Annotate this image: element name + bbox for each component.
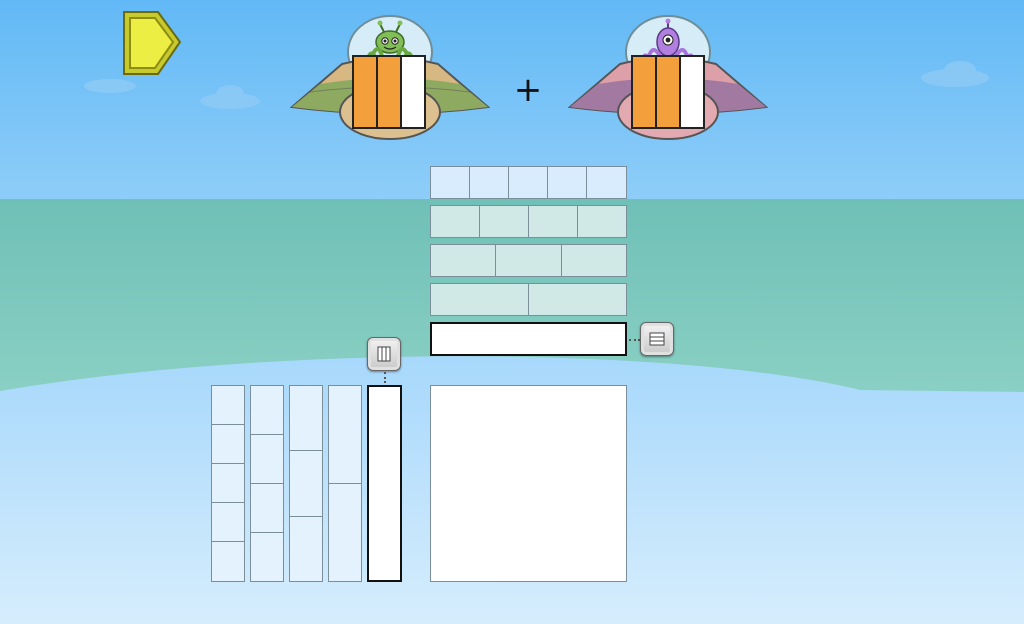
- strip-cell[interactable]: [211, 385, 245, 425]
- vstrip-halves[interactable]: [328, 385, 362, 582]
- right-ufo-fraction: [631, 55, 705, 129]
- strip-cell[interactable]: [586, 166, 627, 199]
- strip-thirds[interactable]: [430, 244, 627, 277]
- strip-cell[interactable]: [289, 516, 323, 582]
- vertical-strip-tool-button[interactable]: [367, 337, 401, 371]
- strip-cell[interactable]: [289, 385, 323, 452]
- strip-cell[interactable]: [328, 385, 362, 484]
- left-ufo-fraction: [352, 55, 426, 129]
- strip-cell[interactable]: [211, 541, 245, 582]
- strip-cell[interactable]: [561, 244, 627, 277]
- strip-cell[interactable]: [289, 450, 323, 517]
- strip-cell[interactable]: [328, 483, 362, 582]
- strip-cell[interactable]: [250, 483, 284, 533]
- vstrip-quarters[interactable]: [250, 385, 284, 582]
- strip-cell[interactable]: [250, 385, 284, 435]
- strip-cell[interactable]: [250, 532, 284, 582]
- strip-cell[interactable]: [508, 166, 548, 199]
- strip-cell[interactable]: [211, 463, 245, 503]
- strip-quarters[interactable]: [430, 205, 627, 238]
- green-alien: [366, 20, 414, 61]
- vertical-strips: [211, 385, 403, 582]
- strip-cell[interactable]: [430, 244, 497, 277]
- strip-cell[interactable]: [250, 434, 284, 484]
- horizontal-strip-tool-button[interactable]: [640, 322, 674, 356]
- strip-cell[interactable]: [547, 166, 587, 199]
- horizontal-strips: [430, 166, 627, 357]
- strip-cell[interactable]: [495, 244, 562, 277]
- vstrip-whole-selected[interactable]: [367, 385, 402, 582]
- play-pentagon-icon[interactable]: [120, 10, 184, 78]
- purple-alien: [640, 18, 696, 63]
- strip-whole-selected[interactable]: [430, 322, 627, 356]
- vstrip-fifths[interactable]: [211, 385, 245, 582]
- three-horizontal-bars-icon: [649, 332, 665, 346]
- strip-cell[interactable]: [528, 283, 627, 316]
- three-vertical-bars-icon: [377, 346, 391, 362]
- strip-cell[interactable]: [528, 205, 578, 238]
- strip-cell[interactable]: [430, 205, 480, 238]
- work-area[interactable]: [430, 385, 627, 582]
- strip-cell[interactable]: [469, 166, 509, 199]
- strip-halves[interactable]: [430, 283, 627, 316]
- vertical-tool-connector: [384, 372, 386, 383]
- strip-cell[interactable]: [479, 205, 529, 238]
- vstrip-thirds[interactable]: [289, 385, 323, 582]
- horizontal-tool-connector: [629, 339, 640, 341]
- strip-cell[interactable]: [577, 205, 627, 238]
- strip-cell[interactable]: [430, 283, 529, 316]
- strip-cell[interactable]: [430, 166, 470, 199]
- plus-operator: +: [513, 70, 543, 110]
- strip-fifths[interactable]: [430, 166, 627, 199]
- strip-cell[interactable]: [211, 424, 245, 464]
- strip-cell[interactable]: [211, 502, 245, 542]
